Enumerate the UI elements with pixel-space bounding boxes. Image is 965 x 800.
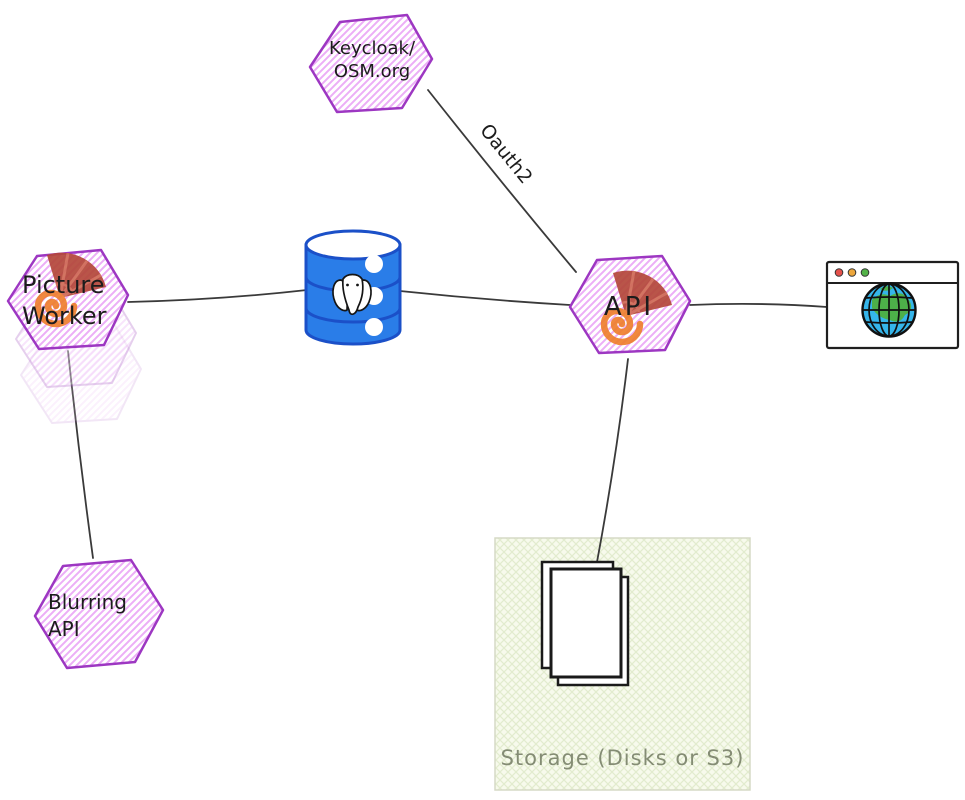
edge-keycloak-api xyxy=(427,89,577,273)
blurring-api-node-label: Blurring API xyxy=(48,590,127,641)
picture-worker-node-label: Picture Worker xyxy=(22,271,107,330)
node-blurring-api xyxy=(33,558,165,670)
edge-api-storage xyxy=(596,358,629,563)
postgresql-elephant-icon xyxy=(332,273,372,316)
storage-region-label: Storage (Disks or S3) xyxy=(500,746,745,770)
window-controls-icons xyxy=(834,268,870,277)
edge-database-api xyxy=(399,290,571,306)
node-keycloak xyxy=(308,13,434,114)
diagram-edges xyxy=(67,89,828,563)
api-node-label: API xyxy=(603,292,655,322)
edge-api-browser xyxy=(689,302,828,308)
edge-worker-database xyxy=(127,289,308,303)
keycloak-node-label: Keycloak/ OSM.org xyxy=(328,38,416,82)
documents-icon xyxy=(540,560,630,687)
node-web-browser xyxy=(825,260,960,350)
globe-icon xyxy=(861,282,917,338)
node-database xyxy=(304,229,402,346)
